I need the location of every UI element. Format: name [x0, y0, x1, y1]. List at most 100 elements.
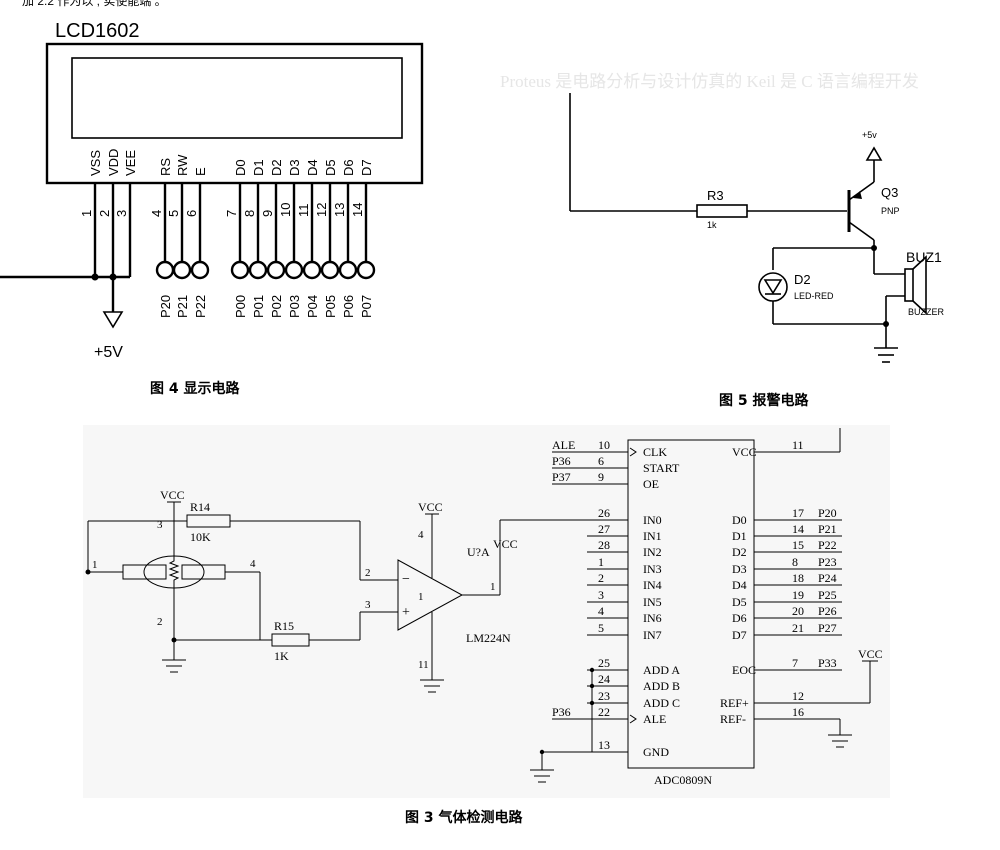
lcd-pin-name: RS	[158, 158, 173, 176]
lcd-pin-number: 2	[97, 210, 112, 217]
adc-net-label: P24	[818, 571, 837, 585]
r3-resistor	[696, 204, 748, 218]
adc-pin-name: OE	[643, 477, 659, 491]
adc-net-label: P26	[818, 604, 837, 618]
adc-pin-name: ADD B	[643, 679, 680, 693]
adc-name-label: ADC0809N	[654, 773, 712, 787]
port-label: P00	[233, 295, 248, 318]
lcd-pin-name: VEE	[123, 150, 138, 176]
adc-pin-name: D3	[732, 562, 747, 576]
adc-pin-name: REF+	[720, 696, 749, 710]
adc-pin-number: 16	[792, 705, 804, 719]
opamp-vcc-label: VCC	[418, 500, 443, 514]
lcd-pin-number: 12	[314, 203, 329, 217]
r15-value: 1K	[274, 649, 289, 663]
adc-pin-name: EOC	[732, 663, 756, 677]
q3-type: PNP	[881, 206, 900, 216]
adc-pin-name: D4	[732, 578, 747, 592]
d2-label: D2	[794, 272, 811, 287]
opamp-minus-sign: −	[402, 572, 410, 587]
port-label: P04	[305, 295, 320, 318]
adc-pin-name: START	[643, 461, 680, 475]
adc-pin-name: D0	[732, 513, 747, 527]
adc-pin-number: 27	[598, 522, 610, 536]
adc-net-label: P36	[552, 705, 571, 719]
supply-5v-label: +5v	[862, 130, 877, 140]
adc-pin-number: 25	[598, 656, 610, 670]
adc-pin-number: 14	[792, 522, 804, 536]
adc-net-label: ALE	[552, 438, 575, 452]
adc-pin-number: 3	[598, 588, 604, 602]
d2-type: LED-RED	[794, 291, 834, 301]
buzzer-type: BUZZER	[908, 307, 945, 317]
adc-net-label: P27	[818, 621, 837, 635]
adc-pin-name: ADD C	[643, 696, 680, 710]
lcd-screen-area	[71, 57, 403, 139]
q3-label: Q3	[881, 185, 898, 200]
lcd-pin-name: D3	[287, 159, 302, 176]
adc-pin-name: D2	[732, 545, 747, 559]
port-terminal-icon[interactable]	[284, 260, 304, 280]
sensor-pin1-num: 1	[92, 559, 98, 571]
port-label: P06	[341, 295, 356, 318]
lcd-pin-number: 9	[260, 210, 275, 217]
opamp-pin4-num: 4	[418, 529, 424, 541]
adc-pin-name: IN2	[643, 545, 662, 559]
adc-net-label: P22	[818, 538, 837, 552]
supply-arrow-symbol	[865, 146, 883, 161]
lcd-pin-name: D0	[233, 159, 248, 176]
port-terminal-icon[interactable]	[190, 260, 210, 280]
r14-label: R14	[190, 500, 210, 514]
lcd-pin-number: 6	[184, 210, 199, 217]
opamp-plus-sign: +	[402, 605, 410, 620]
display-circuit: 加 2.2 作为以 , 实使能端 。 LCD1602 VSS1VDD2VEE3R…	[0, 0, 424, 397]
opamp-pin1-num: 1	[490, 581, 496, 593]
d2-led-body	[758, 272, 788, 302]
port-terminal-icon[interactable]	[248, 260, 268, 280]
lcd-pin-group: VSS1VDD2VEE3RS4RW5E6D07D18D29D310D411D51…	[79, 149, 376, 318]
lcd-pin-name: E	[193, 167, 208, 176]
adc-pin-number: 20	[792, 604, 804, 618]
lcd-pin-number: 1	[79, 210, 94, 217]
junction-dot	[883, 321, 889, 327]
adc-pin-name: D7	[732, 628, 747, 642]
adc-pin-name: IN7	[643, 628, 662, 642]
supply-arrow-symbol	[102, 311, 124, 329]
adc-pin-name: D6	[732, 611, 747, 625]
adc-pin-name: IN1	[643, 529, 662, 543]
port-terminal-icon[interactable]	[230, 260, 250, 280]
clock-input-icon	[629, 714, 637, 724]
adc-pin-name: D1	[732, 529, 747, 543]
q3-collector-leg	[848, 221, 875, 241]
q3-emitter-arrow-icon	[853, 191, 862, 199]
port-terminal-icon[interactable]	[155, 260, 175, 280]
adc-pin-number: 19	[792, 588, 804, 602]
supply-label: +5V	[94, 344, 123, 361]
vcc-label: VCC	[160, 488, 185, 502]
opamp-ref-label: U?A	[467, 545, 490, 559]
adc-pin-name: ADD A	[643, 663, 680, 677]
fig4-caption: 图 4 显示电路	[150, 380, 240, 397]
lcd-pin-number: 3	[114, 210, 129, 217]
lcd-pin-number: 10	[278, 203, 293, 217]
lcd-pin-number: 4	[149, 210, 164, 217]
top-text-fragment: 加 2.2 作为以 , 实使能端 。	[22, 0, 167, 8]
port-terminal-icon[interactable]	[356, 260, 376, 280]
fig3-background	[83, 425, 890, 798]
port-terminal-icon[interactable]	[338, 260, 358, 280]
adc-net-label: P36	[552, 454, 571, 468]
buzzer-icon	[912, 255, 927, 315]
port-terminal-icon[interactable]	[266, 260, 286, 280]
port-terminal-icon[interactable]	[172, 260, 192, 280]
lcd-pin-name: RW	[175, 154, 190, 176]
opamp-unit-num: 1	[418, 591, 424, 603]
opamp-pin2-num: 2	[365, 567, 371, 579]
adc-pin-number: 1	[598, 555, 604, 569]
port-terminal-icon[interactable]	[302, 260, 322, 280]
lcd-title: LCD1602	[55, 20, 140, 42]
junction-dot	[589, 667, 595, 673]
port-terminal-icon[interactable]	[320, 260, 340, 280]
q3-emitter-leg	[848, 181, 875, 201]
